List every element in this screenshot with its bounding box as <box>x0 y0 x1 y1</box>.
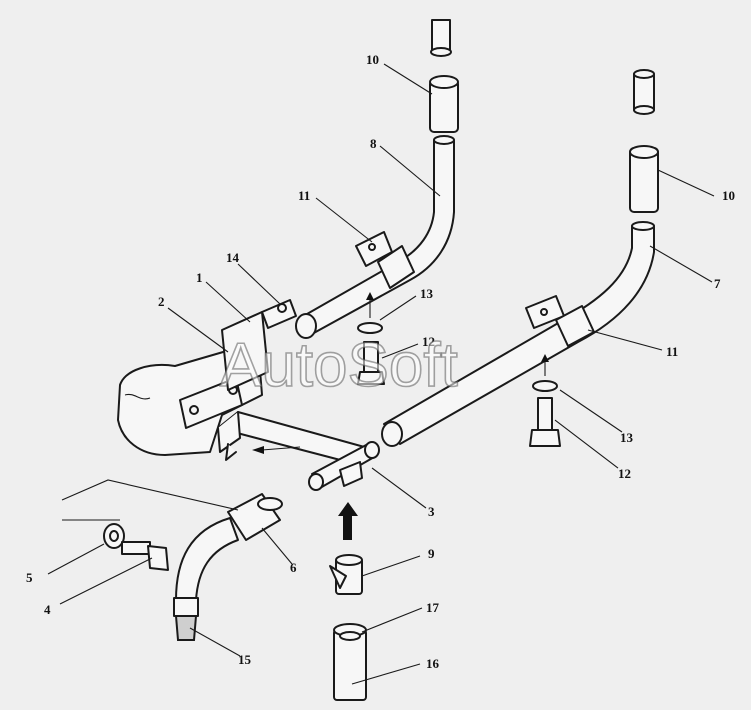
callout-16: 16 <box>426 656 440 671</box>
pipe-7 <box>381 221 655 447</box>
assembly-arrows <box>252 292 549 540</box>
callout-10-upper: 10 <box>366 52 379 67</box>
leader-lines <box>47 63 715 685</box>
callout-3: 3 <box>428 504 435 519</box>
bolt-12-right <box>529 380 561 447</box>
arrow-up-big <box>338 502 358 540</box>
hose-15 <box>173 517 239 641</box>
sleeve-10-right <box>629 69 659 213</box>
callout-8: 8 <box>370 136 377 151</box>
callout-12-left: 12 <box>422 334 435 349</box>
callout-13-left: 13 <box>420 286 434 301</box>
watermark: AutoSoft <box>220 331 458 400</box>
mounting-bracket <box>179 311 269 429</box>
callout-10-right: 10 <box>722 188 735 203</box>
callout-1: 1 <box>196 270 203 285</box>
clamp-11-right <box>525 295 595 347</box>
support-bar <box>217 411 369 463</box>
clamp-11-upper <box>355 231 415 289</box>
fitting-14 <box>261 299 297 329</box>
sleeve-6 <box>227 493 283 541</box>
callout-7: 7 <box>714 276 721 291</box>
plate-outline <box>61 479 239 521</box>
clamp-9 <box>329 554 363 595</box>
callout-2: 2 <box>158 294 165 309</box>
callout-5: 5 <box>26 570 33 585</box>
callout-11-right: 11 <box>666 344 678 359</box>
pipe-8 <box>295 135 455 339</box>
hose-16 <box>333 623 367 701</box>
callout-17: 17 <box>426 600 440 615</box>
tee-tube <box>308 441 380 491</box>
callout-15: 15 <box>238 652 252 667</box>
callout-9: 9 <box>428 546 435 561</box>
bolt-12-left <box>357 322 385 385</box>
callout-6: 6 <box>290 560 297 575</box>
callout-12-right: 12 <box>618 466 631 481</box>
callout-11-upper: 11 <box>298 188 310 203</box>
bolt-4 <box>103 523 169 571</box>
callout-14: 14 <box>226 250 240 265</box>
callout-13-right: 13 <box>620 430 634 445</box>
callout-4: 4 <box>44 602 51 617</box>
sleeve-10-upper <box>429 19 459 133</box>
